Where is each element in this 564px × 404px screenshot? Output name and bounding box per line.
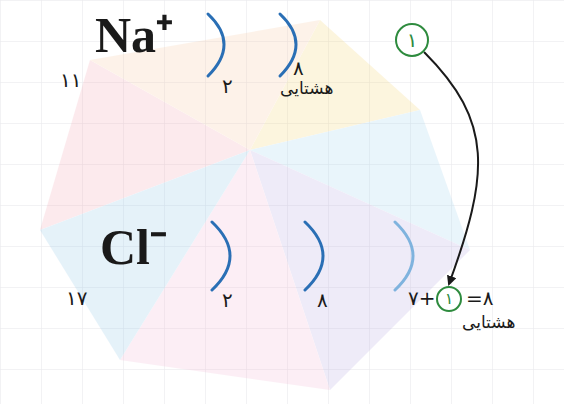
shell-count: ۸ xyxy=(293,58,304,78)
shell-count: =۸ xyxy=(466,288,494,308)
atomic-number: ۱۱ xyxy=(60,70,81,90)
shell-count: ۷+ xyxy=(408,288,436,308)
ion-symbol: Cl⁻ xyxy=(100,222,167,272)
shell-count: ۸ xyxy=(317,290,328,310)
electron-number: ۱ xyxy=(445,291,454,307)
atomic-number: ۱۷ xyxy=(66,288,87,308)
electron-number: ۱ xyxy=(407,30,418,50)
transfer-arrow xyxy=(424,52,478,284)
shell-count: ۲ xyxy=(222,76,233,96)
octet-note: هشتایی xyxy=(280,80,333,97)
electron-circle: ۱ xyxy=(395,23,429,57)
electron-circle: ۱ xyxy=(436,286,462,312)
ion-symbol: Na⁺ xyxy=(95,10,173,60)
electron-shells xyxy=(208,14,413,290)
logo-watermark xyxy=(40,20,470,390)
shell-count: ۲ xyxy=(222,290,233,310)
octet-note: هشتایی xyxy=(462,314,515,331)
